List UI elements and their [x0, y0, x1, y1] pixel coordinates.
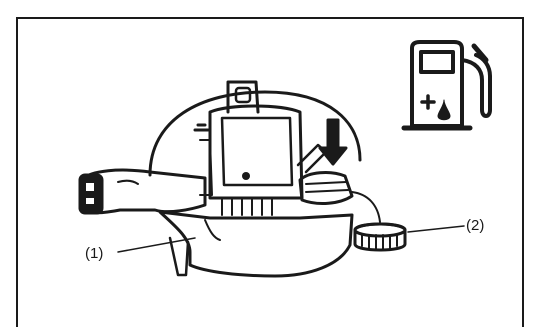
pour-arrow: [320, 120, 346, 164]
handle-grip-end: [80, 175, 102, 213]
leader-line-1: [118, 238, 195, 252]
fuel-cap: [355, 224, 405, 250]
callout-label-1: (1): [85, 246, 103, 261]
fuel-pump-icon: [404, 42, 490, 128]
callout-label-2: (2): [466, 218, 484, 233]
leader-line-2: [408, 226, 464, 232]
fuel-filler-neck: [300, 173, 352, 204]
cap-tether: [352, 192, 380, 222]
